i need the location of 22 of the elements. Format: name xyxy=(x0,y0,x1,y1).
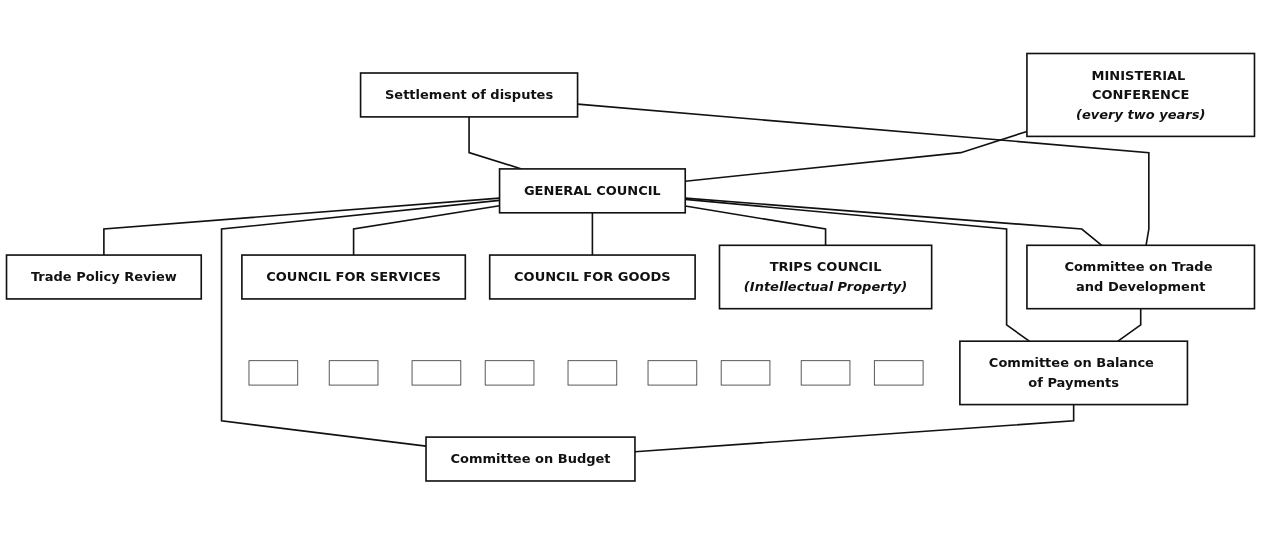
node-box: Settlement of disputes xyxy=(359,72,579,118)
node-box xyxy=(800,360,851,386)
node-box xyxy=(248,360,299,386)
node-box: Committee on Balance of Payments xyxy=(959,340,1189,406)
connector xyxy=(591,212,594,257)
node-box: COUNCIL FOR SERVICES xyxy=(241,254,467,300)
node-box xyxy=(411,360,462,386)
node-box: TRIPS COUNCIL (Intellectual Property) xyxy=(718,244,933,310)
node-box xyxy=(567,360,618,386)
node-box: MINISTERIAL CONFERENCE (every two years) xyxy=(1026,52,1256,138)
connector xyxy=(1117,308,1142,343)
node-box xyxy=(873,360,924,386)
node-box xyxy=(328,360,379,386)
node-box: Committee on Trade and Development xyxy=(1026,244,1256,310)
node-box: Trade Policy Review xyxy=(5,254,203,300)
node-box: COUNCIL FOR GOODS xyxy=(488,254,696,300)
node-box xyxy=(720,360,771,386)
node-box: Committee on Budget xyxy=(425,436,636,483)
connector xyxy=(634,404,1075,453)
node-box xyxy=(647,360,698,386)
node-box xyxy=(484,360,535,386)
node-box: GENERAL COUNCIL xyxy=(498,168,687,214)
